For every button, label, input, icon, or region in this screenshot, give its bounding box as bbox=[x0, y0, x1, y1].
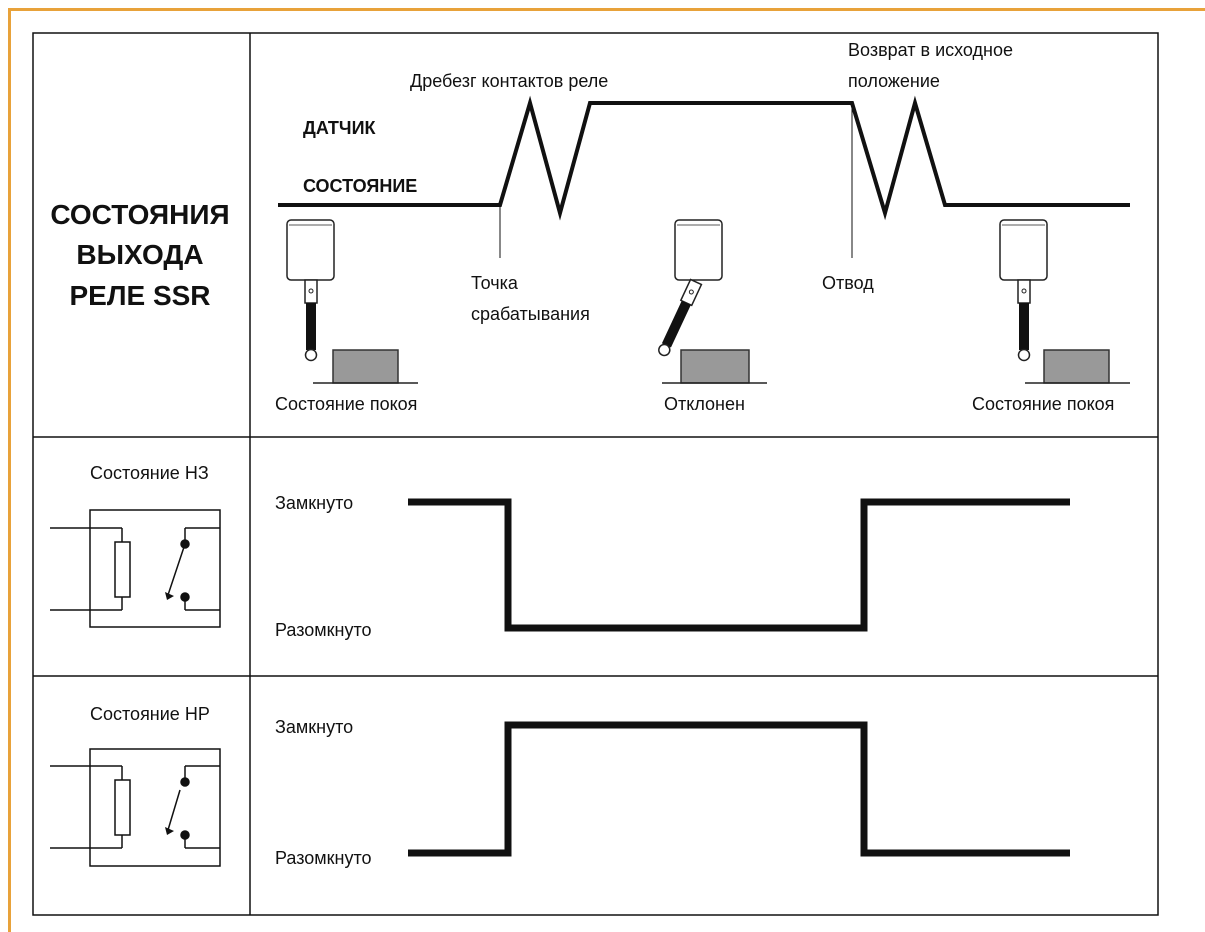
probe-rest-right bbox=[999, 219, 1130, 384]
no-closed-label: Замкнуто bbox=[275, 717, 353, 737]
row-header: СОСТОЯНИЯ ВЫХОДА РЕЛЕ SSR bbox=[50, 199, 229, 311]
no-title: Состояние НР bbox=[90, 704, 210, 724]
no-open-label: Разомкнуто bbox=[275, 848, 372, 868]
nc-labels: Замкнуто Разомкнуто bbox=[275, 493, 372, 640]
return-label-1: Возврат в исходное bbox=[848, 40, 1013, 60]
rest-state-left-label: Состояние покоя bbox=[275, 394, 417, 414]
nc-waveform bbox=[408, 498, 1070, 632]
sensor-state-label-1: ДАТЧИК bbox=[303, 118, 377, 138]
nc-open-label: Разомкнуто bbox=[275, 620, 372, 640]
nc-relay-symbol bbox=[50, 509, 221, 628]
row-header-line1: СОСТОЯНИЯ bbox=[50, 199, 229, 230]
row-header-line3: РЕЛЕ SSR bbox=[69, 280, 210, 311]
sensor-state-label-2: СОСТОЯНИЕ bbox=[303, 176, 417, 196]
sensor-labels: ДАТЧИК СОСТОЯНИЕ Дребезг контактов реле … bbox=[275, 40, 1114, 414]
sensor-state-waveform bbox=[278, 95, 1130, 221]
trigger-point-label-2: срабатывания bbox=[471, 304, 590, 324]
table-grid bbox=[32, 32, 1159, 916]
retract-label: Отвод bbox=[822, 273, 874, 293]
no-waveform bbox=[408, 721, 1070, 857]
nc-closed-label: Замкнуто bbox=[275, 493, 353, 513]
deflected-label: Отклонен bbox=[664, 394, 745, 414]
row-header-line2: ВЫХОДА bbox=[76, 239, 203, 270]
no-relay-symbol bbox=[50, 748, 221, 867]
probe-deflected bbox=[658, 219, 767, 384]
rest-state-right-label: Состояние покоя bbox=[972, 394, 1114, 414]
nc-title: Состояние НЗ bbox=[90, 463, 209, 483]
outer-frame bbox=[8, 8, 1205, 932]
probe-rest-left bbox=[286, 219, 418, 384]
return-label-2: положение bbox=[848, 71, 940, 91]
bounce-label: Дребезг контактов реле bbox=[410, 71, 608, 91]
no-labels: Замкнуто Разомкнуто bbox=[275, 717, 372, 868]
trigger-point-label-1: Точка bbox=[471, 273, 519, 293]
